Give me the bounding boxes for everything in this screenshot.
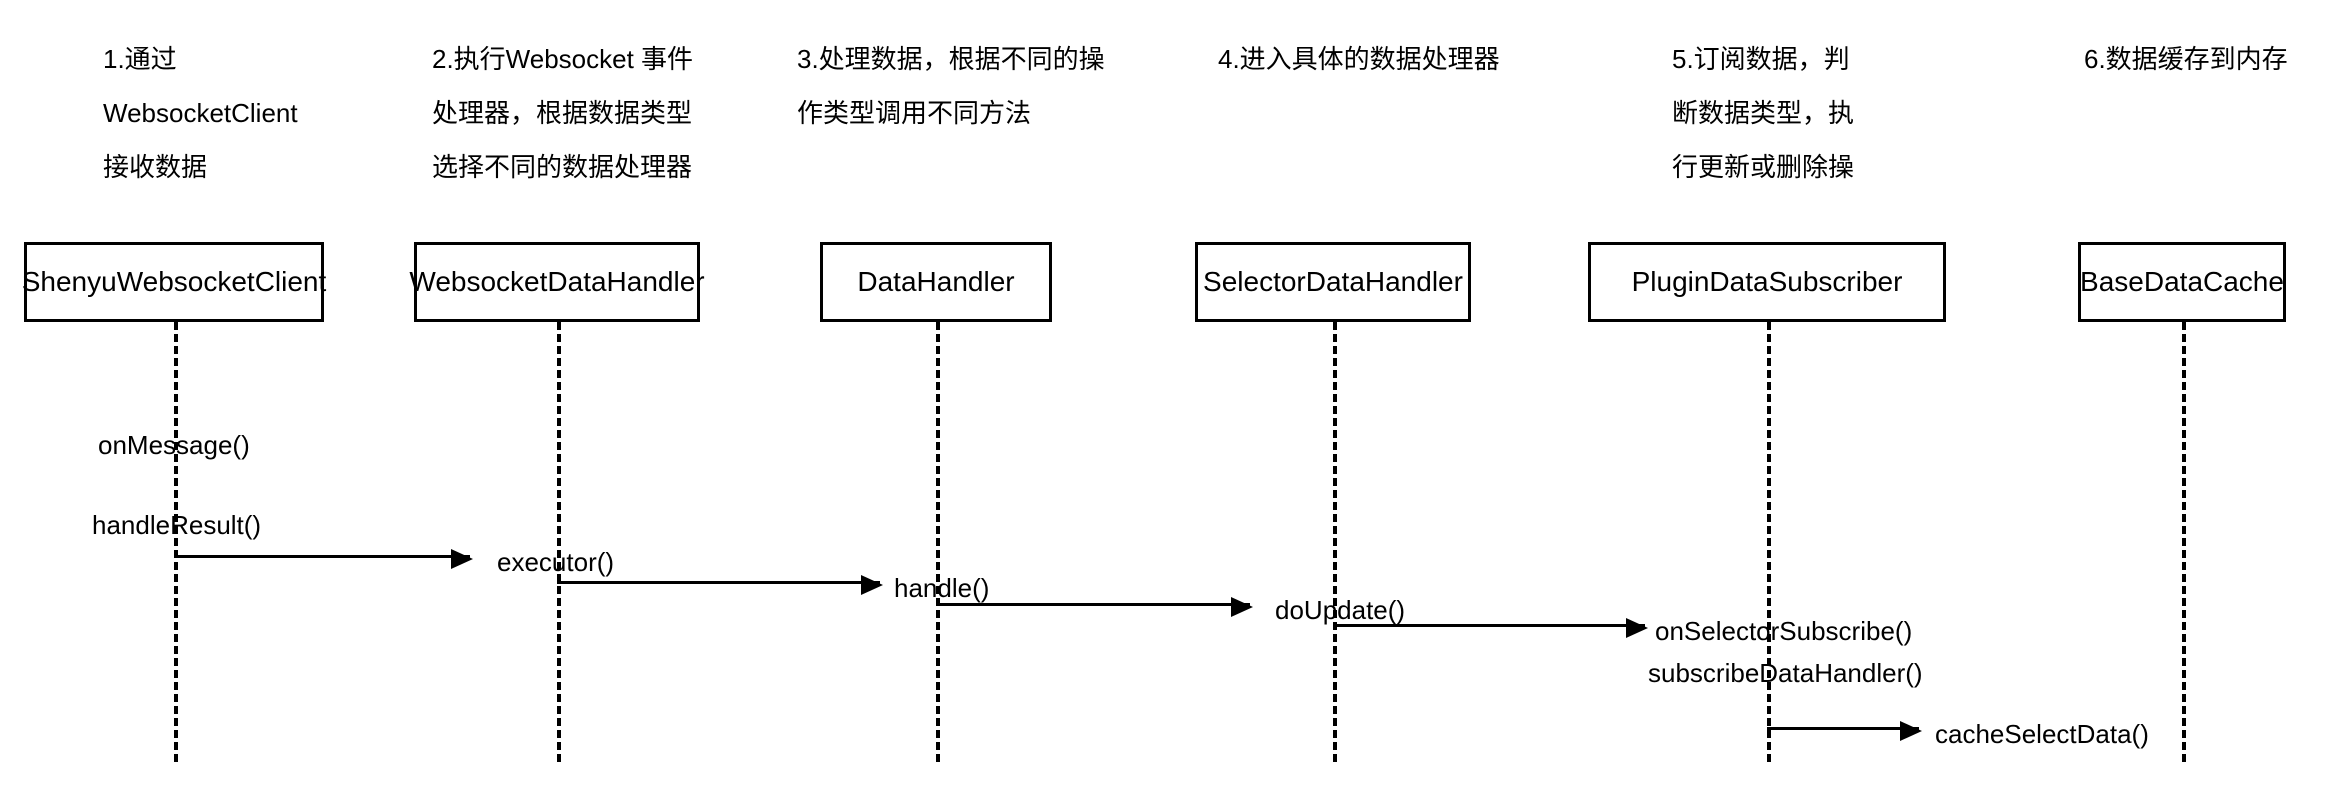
message-label-onmessage: onMessage() xyxy=(98,430,250,460)
message-label-doupdate: doUpdate() xyxy=(1275,595,1406,625)
message-arrow-handle[interactable] xyxy=(557,575,883,595)
annotation-note-2: 2.执行Websocket 事件处理器，根据数据类型选择不同的数据处理器 xyxy=(432,32,693,194)
participant-label: SelectorDataHandler xyxy=(1203,266,1463,297)
lifeline-p3 xyxy=(936,322,940,762)
participant-label: WebsocketDataHandler xyxy=(409,266,705,297)
participant-box-shenyuwebsocketclient[interactable]: ShenyuWebsocketClient xyxy=(21,242,327,322)
annotation-note-1: 1.通过 WebsocketClient 接收数据 xyxy=(103,32,298,194)
participant-box-websocketdatahandler[interactable]: WebsocketDataHandler xyxy=(409,242,705,322)
message-arrow-doupdate[interactable] xyxy=(936,597,1253,617)
annotation-note-line: WebsocketClient xyxy=(103,98,298,128)
annotation-note-line: 2.执行Websocket 事件 xyxy=(432,44,694,74)
participant-box-selectordatahandler[interactable]: SelectorDataHandler xyxy=(1195,242,1471,322)
lifeline-p4 xyxy=(1333,322,1337,762)
participant-label: ShenyuWebsocketClient xyxy=(21,266,327,297)
message-label-executor: executor() xyxy=(497,547,615,577)
annotation-note-line: 4.进入具体的数据处理器 xyxy=(1218,44,1500,74)
participant-label: BaseDataCache xyxy=(2080,266,2284,297)
annotation-note-line: 3.处理数据，根据不同的操 xyxy=(797,44,1105,74)
message-label-cacheselectdata: cacheSelectData() xyxy=(1935,719,2149,749)
message-arrow-cacheselectdata[interactable] xyxy=(1767,721,1922,741)
message-label-handle: handle() xyxy=(894,573,990,603)
message-label-subscribedatahandler: subscribeDataHandler() xyxy=(1648,658,1923,688)
annotation-note-line: 选择不同的数据处理器 xyxy=(432,152,693,182)
annotation-note-line: 1.通过 xyxy=(103,44,177,74)
annotation-note-3: 3.处理数据，根据不同的操作类型调用不同方法 xyxy=(797,32,1105,140)
annotation-note-line: 作类型调用不同方法 xyxy=(797,98,1032,128)
participant-box-datahandler[interactable]: DataHandler xyxy=(820,242,1052,322)
annotation-note-line: 5.订阅数据，判 xyxy=(1672,44,1850,74)
lifeline-p2 xyxy=(557,322,561,762)
participant-box-basedatacache[interactable]: BaseDataCache xyxy=(2078,242,2286,322)
participant-box-plugindatasubscriber[interactable]: PluginDataSubscriber xyxy=(1588,242,1946,322)
annotation-note-line: 行更新或删除操 xyxy=(1672,152,1855,182)
message-label-onselectorsubscribe: onSelectorSubscribe() xyxy=(1655,616,1913,646)
annotation-note-line: 断数据类型，执 xyxy=(1672,98,1855,128)
message-label-handleresult: handleResult() xyxy=(92,510,262,540)
annotation-note-line: 处理器，根据数据类型 xyxy=(432,98,693,128)
lifeline-p6 xyxy=(2182,322,2186,762)
participant-label: DataHandler xyxy=(857,266,1015,297)
message-arrow-executor[interactable] xyxy=(174,549,473,569)
message-arrow-onselectorsubscribe[interactable] xyxy=(1333,618,1648,638)
annotation-note-6: 6.数据缓存到内存 xyxy=(2084,32,2288,86)
lifeline-p5 xyxy=(1767,322,1771,762)
annotation-note-4: 4.进入具体的数据处理器 xyxy=(1218,32,1500,86)
lifeline-p1 xyxy=(174,322,178,762)
annotation-note-line: 接收数据 xyxy=(103,152,208,182)
annotation-note-5: 5.订阅数据，判断数据类型，执行更新或删除操 xyxy=(1672,32,1854,194)
participant-label: PluginDataSubscriber xyxy=(1631,266,1903,297)
annotation-note-line: 6.数据缓存到内存 xyxy=(2084,44,2288,74)
